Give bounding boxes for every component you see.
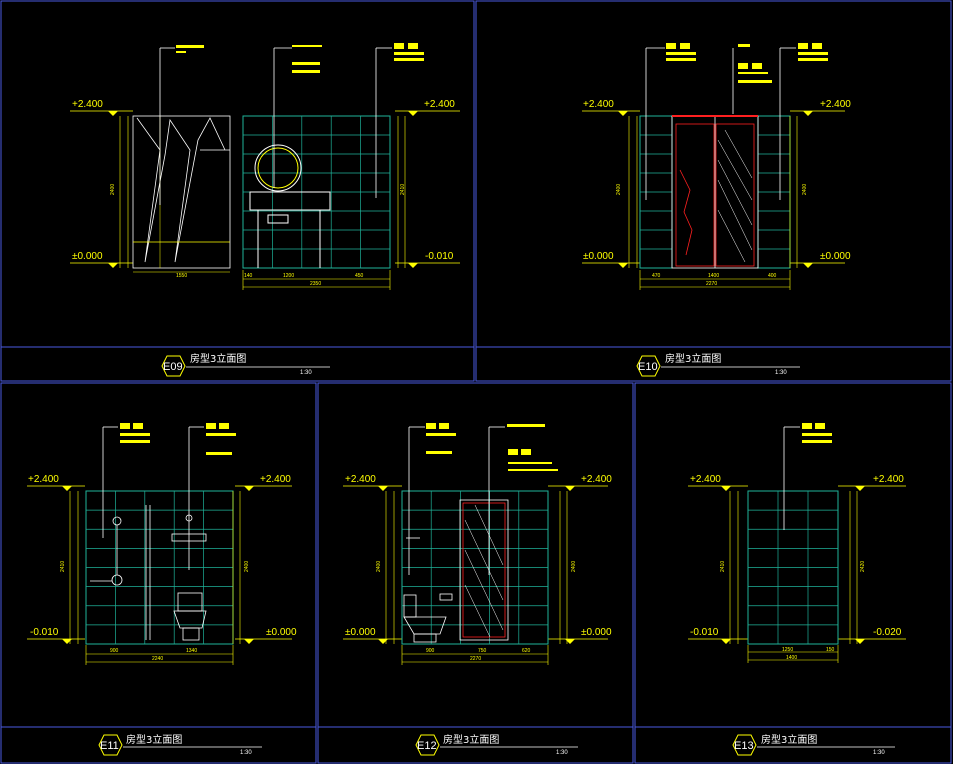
level-e10-top-right: +2.400 <box>820 99 851 110</box>
level-labels: +2.400 +2.400 ±0.000 -0.010 +2.400 +2.40… <box>28 99 904 638</box>
e10-dim-1: 470 <box>652 273 661 279</box>
title-block-e09: E09 房型3立面图 1:30 <box>161 352 330 377</box>
level-e09-top-left: +2.400 <box>72 99 103 110</box>
e10-leaders <box>645 47 796 200</box>
e13-dim-1: 1250 <box>782 647 793 653</box>
e09-dim-2: 140 <box>244 273 253 279</box>
level-e13-top-left: +2.400 <box>690 474 721 485</box>
e11-callouts <box>120 423 236 455</box>
tag-e10: E10 <box>638 361 658 373</box>
scale-e13: 1:30 <box>873 750 885 756</box>
level-e12-top-left: +2.400 <box>345 474 376 485</box>
e13-height-right: 2420 <box>860 561 866 572</box>
e09-dim-4: 450 <box>355 273 364 279</box>
scale-e12: 1:30 <box>556 750 568 756</box>
e12-callouts <box>426 423 558 471</box>
e10-callouts <box>666 43 828 83</box>
e09-height-left: 2400 <box>110 184 116 195</box>
e12-dim-2: 750 <box>478 648 487 654</box>
e13-dim-texts: 2410 2420 1250 150 1400 <box>720 561 866 661</box>
e10-height-right: 2400 <box>802 184 808 195</box>
title-e11: 房型3立面图 <box>126 733 182 746</box>
e13-dimension-lines <box>729 491 858 663</box>
level-e10-bottom-left: ±0.000 <box>583 251 614 262</box>
e12-dim-3: 620 <box>522 648 531 654</box>
e13-dim-2: 150 <box>826 647 835 653</box>
level-e13-bottom-right: -0.020 <box>873 627 902 638</box>
e09-shower-screen <box>132 115 231 269</box>
title-block-e10: E10 房型3立面图 1:30 <box>636 352 800 377</box>
tag-e11: E11 <box>100 740 119 752</box>
e12-fixtures <box>403 499 509 643</box>
e09-dimension-lines <box>119 116 406 290</box>
e10-dim-texts: 2400 2400 470 1400 400 2270 <box>616 184 808 287</box>
level-e10-top-left: +2.400 <box>583 99 614 110</box>
e11-height-right: 2400 <box>244 561 250 572</box>
level-e13-bottom-left: -0.010 <box>690 627 719 638</box>
e11-dim-texts: 2410 2400 900 1340 2240 <box>60 561 250 662</box>
e11-height-left: 2410 <box>60 561 66 572</box>
level-triangles <box>62 111 865 644</box>
e13-height-left: 2410 <box>720 561 726 572</box>
e11-dimension-lines <box>69 491 241 665</box>
e12-height-right: 2400 <box>571 561 577 572</box>
e12-dimension-lines <box>385 491 568 665</box>
level-e11-top-left: +2.400 <box>28 474 59 485</box>
e09-dim-3: 1200 <box>283 273 294 279</box>
e10-dim-total: 2270 <box>706 281 717 287</box>
e11-fixtures <box>90 505 207 641</box>
e13-leaders <box>783 426 800 530</box>
e09-leaders <box>159 47 392 205</box>
level-e12-bottom-left: ±0.000 <box>345 627 376 638</box>
title-block-e12: E12 房型3立面图 1:30 <box>415 733 578 756</box>
level-e12-bottom-right: ±0.000 <box>581 627 612 638</box>
e09-dim-texts: 2400 2410 1550 140 1200 450 2350 <box>110 184 406 287</box>
e11-dim-1: 900 <box>110 648 119 654</box>
scale-e10: 1:30 <box>775 370 787 376</box>
scale-e11: 1:30 <box>240 750 252 756</box>
level-e11-bottom-left: -0.010 <box>30 627 59 638</box>
e10-door <box>671 115 759 269</box>
level-e10-bottom-right: ±0.000 <box>820 251 851 262</box>
level-e11-top-right: +2.400 <box>260 474 291 485</box>
level-e09-bottom-right: -0.010 <box>425 251 454 262</box>
e12-dim-texts: 2400 2400 900 750 620 2270 <box>376 561 577 662</box>
e10-dimension-lines <box>628 116 798 290</box>
level-lines <box>27 110 906 640</box>
title-e09: 房型3立面图 <box>190 352 246 365</box>
e10-dim-3: 400 <box>768 273 777 279</box>
tag-e09: E09 <box>163 361 183 373</box>
title-block-e11: E11 房型3立面图 1:30 <box>98 733 262 756</box>
e12-dim-1: 900 <box>426 648 435 654</box>
e09-round-mirror <box>249 144 331 268</box>
e11-dim-total: 2240 <box>152 656 163 662</box>
e09-dim-total: 2350 <box>310 281 321 287</box>
e10-dim-2: 1400 <box>708 273 719 279</box>
e11-dim-2: 1340 <box>186 648 197 654</box>
e12-height-left: 2400 <box>376 561 382 572</box>
e11-leaders <box>102 426 204 570</box>
level-e09-top-right: +2.400 <box>424 99 455 110</box>
tag-e12: E12 <box>417 740 437 752</box>
e10-height-left: 2400 <box>616 184 622 195</box>
e09-dim-1: 1550 <box>176 273 187 279</box>
level-e11-bottom-right: ±0.000 <box>266 627 297 638</box>
e12-leaders <box>408 426 505 575</box>
level-e13-top-right: +2.400 <box>873 474 904 485</box>
tag-e13: E13 <box>734 740 754 752</box>
e13-dim-total: 1400 <box>786 655 797 661</box>
e12-dim-total: 2270 <box>470 656 481 662</box>
e09-height-right: 2410 <box>400 184 406 195</box>
title-e12: 房型3立面图 <box>443 733 499 746</box>
title-block-e13: E13 房型3立面图 1:30 <box>732 733 895 756</box>
level-e09-bottom-left: ±0.000 <box>72 251 103 262</box>
scale-e09: 1:30 <box>300 370 312 376</box>
e13-callouts <box>802 423 832 443</box>
title-e13: 房型3立面图 <box>761 733 817 746</box>
e09-callouts <box>176 43 424 73</box>
title-e10: 房型3立面图 <box>665 352 721 365</box>
level-e12-top-right: +2.400 <box>581 474 612 485</box>
